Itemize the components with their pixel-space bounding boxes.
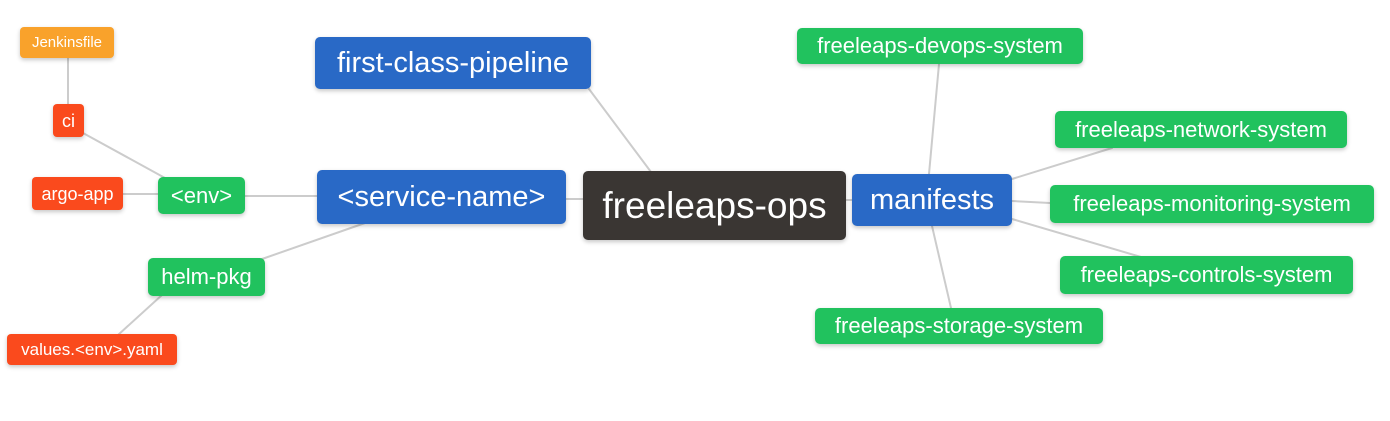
- edge-ci-env: [82, 132, 166, 179]
- node-manifests[interactable]: manifests: [852, 174, 1012, 226]
- node-jenkinsfile[interactable]: Jenkinsfile: [20, 27, 114, 58]
- node-first-class-pipeline[interactable]: first-class-pipeline: [315, 37, 591, 89]
- edge-manifests-devops: [928, 63, 940, 175]
- edge-first-class-pipeline-ops: [588, 88, 652, 173]
- edge-manifests-monitoring: [1011, 200, 1051, 204]
- node-ci[interactable]: ci: [53, 104, 84, 137]
- edge-manifests-storage: [931, 225, 952, 309]
- node-freeleaps-ops-root[interactable]: freeleaps-ops: [583, 171, 846, 240]
- node-monitoring-system[interactable]: freeleaps-monitoring-system: [1050, 185, 1374, 223]
- node-devops-system[interactable]: freeleaps-devops-system: [797, 28, 1083, 64]
- edge-manifests-controls: [1011, 218, 1142, 258]
- edge-helm-pkg-service-name: [261, 222, 366, 260]
- node-network-system[interactable]: freeleaps-network-system: [1055, 111, 1347, 148]
- node-argo-app[interactable]: argo-app: [32, 177, 123, 210]
- node-helm-pkg[interactable]: helm-pkg: [148, 258, 265, 296]
- edge-values-helm-pkg: [117, 294, 163, 336]
- node-service-name[interactable]: <service-name>: [317, 170, 566, 224]
- edge-manifests-network: [1011, 147, 1113, 180]
- node-env[interactable]: <env>: [158, 177, 245, 214]
- node-values-env-yaml[interactable]: values.<env>.yaml: [7, 334, 177, 365]
- node-controls-system[interactable]: freeleaps-controls-system: [1060, 256, 1353, 294]
- node-storage-system[interactable]: freeleaps-storage-system: [815, 308, 1103, 344]
